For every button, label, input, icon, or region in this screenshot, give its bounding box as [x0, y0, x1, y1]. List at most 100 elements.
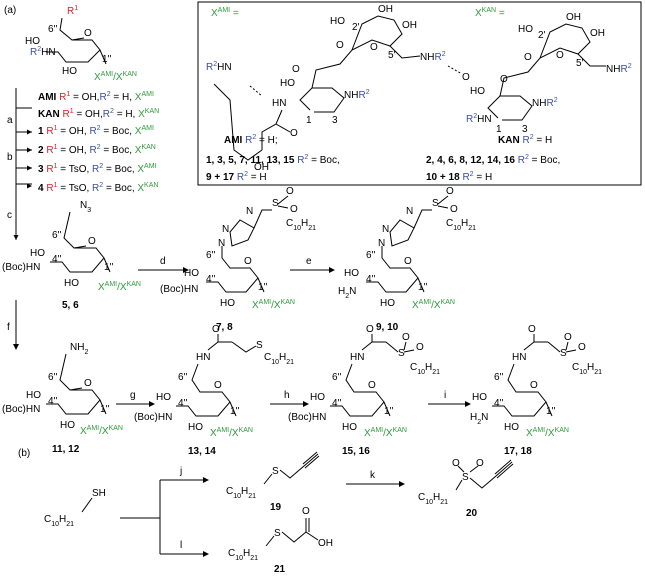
svg-text:R2HN: R2HN — [30, 46, 56, 58]
svg-text:XAMI/XKAN: XAMI/XKAN — [412, 299, 455, 311]
svg-text:2 R1 = OH, R2 = Boc, XKAN: 2 R1 = OH, R2 = Boc, XKAN — [38, 144, 156, 156]
svg-text:N: N — [382, 224, 389, 235]
svg-text:HO: HO — [220, 298, 235, 309]
step-d: d — [160, 256, 166, 267]
svg-text:2': 2' — [538, 30, 546, 41]
svg-text:C10H21: C10H21 — [264, 352, 294, 366]
svg-text:NH2: NH2 — [70, 342, 88, 356]
step-h: h — [284, 390, 290, 401]
svg-text:XAMI/XKAN: XAMI/XKAN — [80, 425, 123, 437]
box-line-3: 2, 4, 6, 8, 12, 14, 16 R2 = Boc, — [426, 154, 560, 166]
svg-text:O: O — [286, 186, 294, 197]
svg-text:C10H21: C10H21 — [418, 492, 448, 506]
svg-text:(Boc)HN: (Boc)HN — [288, 412, 326, 423]
svg-text:6'': 6'' — [178, 372, 187, 383]
svg-text:1'': 1'' — [546, 406, 555, 417]
svg-text:1'': 1'' — [258, 282, 267, 293]
svg-text:HO: HO — [64, 278, 79, 289]
svg-text:O: O — [290, 128, 298, 139]
label-21: 21 — [274, 564, 286, 575]
label-9-10: 9, 10 — [376, 322, 399, 333]
svg-text:HN: HN — [196, 352, 210, 363]
svg-text:NHR2: NHR2 — [420, 51, 446, 63]
svg-text:N: N — [406, 206, 413, 217]
svg-text:O: O — [370, 42, 378, 53]
svg-text:O: O — [564, 332, 572, 343]
svg-text:O: O — [402, 332, 410, 343]
svg-text:C10H21: C10H21 — [226, 486, 256, 500]
svg-text:H2N: H2N — [338, 286, 356, 300]
svg-text:4'': 4'' — [494, 398, 503, 409]
svg-text:O: O — [500, 74, 508, 85]
svg-text:1'': 1'' — [384, 406, 393, 417]
svg-text:HO: HO — [280, 78, 295, 89]
step-e: e — [306, 256, 312, 267]
svg-text:HO: HO — [504, 422, 519, 433]
svg-text:XAMI/XKAN: XAMI/XKAN — [94, 71, 137, 83]
svg-text:6'': 6'' — [48, 24, 57, 35]
svg-text:S: S — [256, 340, 263, 351]
label-15-16: 15, 16 — [342, 446, 370, 457]
svg-text:6'': 6'' — [494, 372, 503, 383]
svg-text:O: O — [404, 256, 412, 267]
box-ami-title: XAMI = — [211, 7, 239, 19]
box-ami-label: AMI R2 = H; — [224, 134, 278, 146]
svg-text:HN: HN — [272, 98, 286, 109]
svg-text:HO: HO — [342, 422, 357, 433]
svg-text:OH: OH — [566, 12, 581, 23]
compound-9-10: N N N S O O C10H21 6'' HO 4'' H2N HO O 1… — [338, 186, 476, 333]
svg-text:C10H21: C10H21 — [410, 362, 440, 376]
svg-text:S: S — [272, 198, 279, 209]
svg-text:4'': 4'' — [206, 274, 215, 285]
definition-box — [197, 1, 642, 186]
svg-text:O: O — [452, 458, 460, 469]
svg-text:HO: HO — [62, 66, 77, 77]
svg-text:(Boc)HN: (Boc)HN — [2, 262, 40, 273]
box-kan-label: KAN R2 = H — [498, 134, 552, 146]
svg-text:4'': 4'' — [332, 398, 341, 409]
svg-text:OH: OH — [590, 28, 605, 39]
svg-text:N: N — [378, 238, 385, 249]
compound-21: C10H21 S O OH 21 — [228, 506, 333, 575]
svg-text:NHR2: NHR2 — [532, 97, 558, 109]
svg-text:4'': 4'' — [178, 398, 187, 409]
svg-text:C10H21: C10H21 — [44, 514, 74, 528]
svg-text:HO: HO — [344, 268, 359, 279]
svg-text:O: O — [88, 236, 96, 247]
label-19: 19 — [270, 502, 282, 513]
svg-text:6'': 6'' — [366, 250, 375, 261]
svg-text:HO: HO — [380, 298, 395, 309]
svg-text:O: O — [302, 506, 310, 517]
label-13-14: 13, 14 — [188, 446, 216, 457]
compound-19: C10H21 S 19 — [226, 451, 320, 513]
svg-text:O: O — [290, 204, 298, 215]
svg-text:HN: HN — [512, 352, 526, 363]
svg-text:1'': 1'' — [100, 404, 109, 415]
svg-text:HO: HO — [310, 392, 325, 403]
ami-structure: NHR2 OH OH HO 2' 5' O O HO O NHR2 1 3 HN… — [206, 4, 446, 173]
svg-text:HO: HO — [188, 422, 203, 433]
svg-text:O: O — [214, 380, 222, 391]
svg-text:O: O — [556, 50, 564, 61]
svg-text:XAMI/XKAN: XAMI/XKAN — [210, 427, 253, 439]
svg-text:N: N — [246, 206, 253, 217]
svg-text:6'': 6'' — [206, 250, 215, 261]
svg-text:HO: HO — [25, 36, 40, 47]
svg-text:XAMI/XKAN: XAMI/XKAN — [252, 299, 295, 311]
svg-text:1 R1 = OH, R2 = Boc, XAMI: 1 R1 = OH, R2 = Boc, XAMI — [38, 125, 154, 137]
svg-text:S: S — [560, 348, 567, 359]
svg-text:HO: HO — [26, 390, 41, 401]
kan-structure: NHR2 OH OH HO 2' 5' O O HO O NHR2 1 3 R2… — [447, 12, 632, 135]
svg-text:O: O — [446, 186, 454, 197]
svg-text:NHR2: NHR2 — [344, 89, 370, 101]
svg-text:R2HN: R2HN — [206, 61, 232, 73]
svg-text:O: O — [530, 380, 538, 391]
svg-text:O: O — [244, 256, 252, 267]
svg-text:N3: N3 — [80, 200, 91, 214]
svg-text:N: N — [222, 224, 229, 235]
svg-text:1'': 1'' — [102, 54, 111, 65]
svg-text:S: S — [432, 198, 439, 209]
svg-text:1'': 1'' — [104, 262, 113, 273]
svg-text:O: O — [368, 380, 376, 391]
